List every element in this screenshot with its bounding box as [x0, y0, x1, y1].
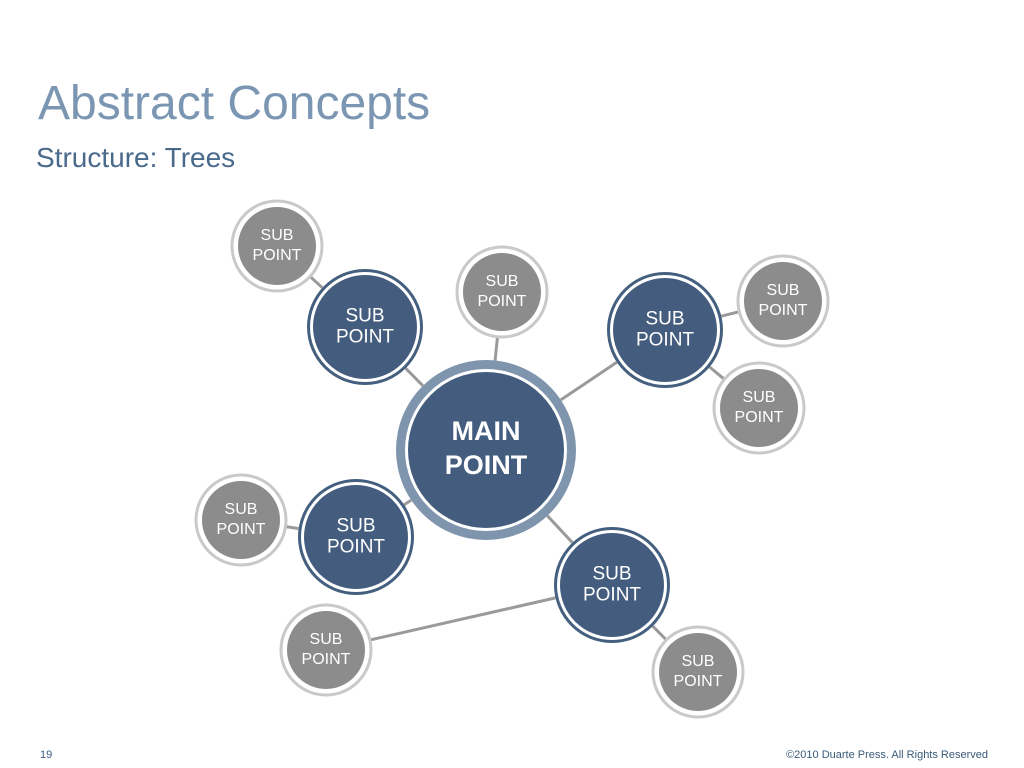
- branch-node-label-line2: POINT: [583, 585, 641, 606]
- leaf-node-label-line1: SUB: [486, 273, 519, 290]
- leaf-node-label-line1: SUB: [225, 501, 258, 518]
- connector-branch-to-leaf: [720, 310, 740, 318]
- leaf-node-label-line1: SUB: [767, 282, 800, 299]
- main-node: MAIN POINT: [396, 360, 576, 540]
- branch-node-label-line1: SUB: [336, 516, 375, 537]
- leaf-node: SUB POINT: [651, 625, 745, 719]
- diagram-nodes: SUBPOINTSUBPOINTSUBPOINTSUBPOINTSUBPOINT…: [194, 199, 830, 719]
- leaf-node-label-line1: SUB: [682, 653, 715, 670]
- branch-node-circle: [613, 278, 717, 382]
- branch-node-label-line2: POINT: [327, 537, 385, 558]
- connector-lines: [285, 275, 740, 642]
- connector-branch-to-leaf: [708, 365, 726, 381]
- connector-main-to-branch: [403, 498, 413, 506]
- main-node-label-line2: POINT: [445, 450, 528, 480]
- leaf-node-label-line2: POINT: [674, 673, 723, 690]
- leaf-node: SUB POINT: [230, 199, 324, 293]
- branch-node-circle: [313, 275, 417, 379]
- connector-branch-to-leaf: [369, 596, 556, 642]
- copyright-notice: ©2010 Duarte Press. All Rights Reserved: [786, 749, 988, 761]
- leaf-node-label-line2: POINT: [759, 302, 808, 319]
- branch-node-circle: [560, 533, 664, 637]
- connector-main-to-branch: [404, 367, 424, 387]
- leaf-node: SUB POINT: [279, 603, 373, 697]
- leaf-node-label-line1: SUB: [743, 389, 776, 406]
- connector-branch-to-leaf: [285, 525, 299, 530]
- main-node-label-line1: MAIN: [452, 416, 521, 446]
- leaf-node-label-line2: POINT: [302, 651, 351, 668]
- main-node-circle: [408, 372, 564, 528]
- leaf-node: SUB POINT: [194, 473, 288, 567]
- leaf-node-circle: [720, 369, 798, 447]
- leaf-node: SUB POINT: [736, 254, 830, 348]
- leaf-node-label-line2: POINT: [735, 409, 784, 426]
- leaf-node-circle: [659, 633, 737, 711]
- leaf-node-label-line1: SUB: [310, 631, 343, 648]
- slide-subtitle: Structure: Trees: [36, 142, 236, 173]
- page-number: 19: [40, 749, 53, 761]
- leaf-node-label-line1: SUB: [261, 227, 294, 244]
- leaf-node-label-line2: POINT: [478, 293, 527, 310]
- connector-main-to-branch: [559, 361, 618, 402]
- leaf-node-circle: [463, 253, 541, 331]
- branch-node-label-line1: SUB: [645, 309, 684, 330]
- leaf-node: SUB POINT: [455, 245, 549, 339]
- connector-main-to-branch: [546, 514, 574, 544]
- connector-branch-to-leaf: [309, 275, 324, 289]
- leaf-node-label-line2: POINT: [253, 247, 302, 264]
- leaf-node: SUB POINT: [712, 361, 806, 455]
- leaf-node-circle: [202, 481, 280, 559]
- branch-node-label-line1: SUB: [592, 564, 631, 585]
- leaf-node-circle: [238, 207, 316, 285]
- leaf-node-label-line2: POINT: [217, 521, 266, 538]
- branch-node-label-line2: POINT: [636, 330, 694, 351]
- leaf-node-circle: [744, 262, 822, 340]
- connector-branch-to-leaf: [651, 625, 668, 642]
- branch-node-label-line2: POINT: [336, 327, 394, 348]
- branch-node-circle: [304, 485, 408, 589]
- leaf-node-circle: [287, 611, 365, 689]
- connector-main-to-leaf: [493, 336, 499, 361]
- branch-node-label-line1: SUB: [345, 306, 384, 327]
- slide-title: Abstract Concepts: [38, 77, 431, 130]
